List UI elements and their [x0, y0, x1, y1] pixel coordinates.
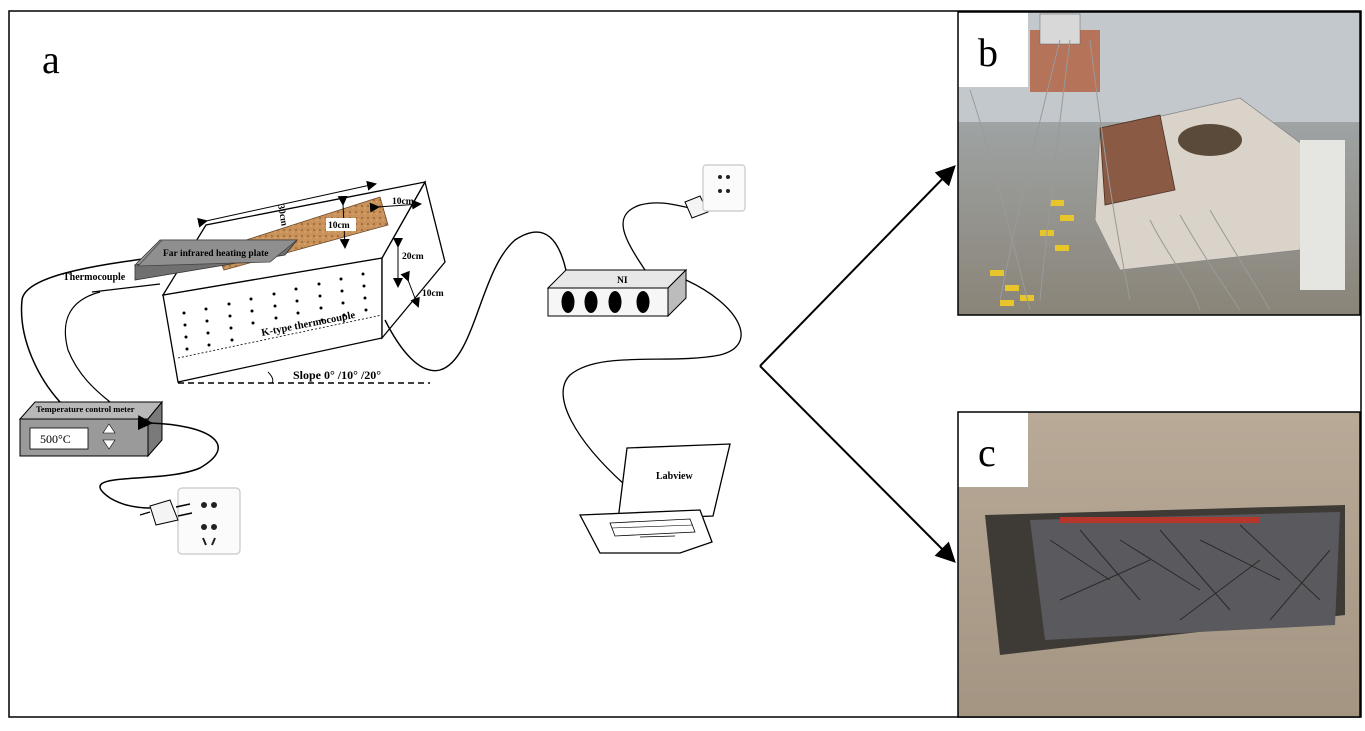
- wall-socket-right: [702, 164, 746, 212]
- arrow-to-c: [759, 365, 956, 563]
- panel-label-c: c: [978, 430, 996, 475]
- photo-b-wires: [969, 39, 1271, 311]
- heater-cable: [20, 257, 151, 403]
- thermocouple-wire: [64, 291, 111, 403]
- box-to-ni-cable: [384, 231, 568, 372]
- photo-b-frame: [957, 11, 1361, 316]
- photo-c-frame: [957, 411, 1361, 718]
- photo-c-label-bg: [958, 412, 1028, 487]
- dim-30cm-label: 30cm: [275, 204, 289, 227]
- dim-10cm-side-arrow: [400, 270, 420, 308]
- meter-power-cable: [99, 415, 219, 509]
- panel-label-a: a: [42, 37, 60, 82]
- wall-socket-left: [177, 487, 241, 555]
- thermocouple-dots: [182, 272, 368, 351]
- thermocouple-line: [91, 283, 161, 293]
- laptop-base: [578, 509, 713, 554]
- dim-20cm-label: 20cm: [402, 252, 424, 262]
- dim-10cm-depth-bg: [326, 218, 356, 231]
- meter-down-icon: [102, 439, 116, 450]
- photo-c-heater-edge: [1060, 517, 1260, 523]
- ni-label: NI: [617, 276, 628, 286]
- meter-up-icon: [102, 423, 116, 434]
- photo-b-plate: [1099, 114, 1176, 206]
- plug-left: [139, 499, 193, 526]
- temperature-control-meter: [18, 400, 164, 458]
- labview-label: Labview: [656, 471, 693, 482]
- laptop-screen: [617, 443, 731, 521]
- meter-label: Temperature control meter: [36, 404, 135, 414]
- outer-frame: [8, 10, 1362, 718]
- photo-b: [957, 11, 1361, 316]
- panel-label-b: b: [978, 30, 998, 75]
- slope-label: Slope 0° /10° /20°: [293, 368, 381, 382]
- dim-10cm-top-label: 10cm: [392, 197, 414, 207]
- dim-10cm-depth-label: 10cm: [328, 221, 350, 231]
- dim-10cm-side-label: 10cm: [422, 289, 444, 299]
- photo-b-label-bg: [958, 12, 1028, 87]
- thermocouple-label: Thermocouple: [63, 272, 126, 283]
- arrow-to-b: [759, 165, 956, 367]
- heating-plate: [133, 239, 299, 281]
- dim-10cm-top-arrow: [369, 199, 422, 213]
- meter-display: [29, 427, 89, 450]
- dim-30cm-arrow: [197, 180, 377, 228]
- heating-plate-label: Far infrared heating plate: [163, 249, 268, 259]
- socket-left-plate: [177, 487, 241, 555]
- photo-c: [957, 411, 1361, 718]
- photo-b-fuel: [1178, 124, 1242, 156]
- combustion-box: [161, 180, 446, 383]
- meter-value: 500°C: [40, 432, 71, 446]
- plate-top-face: [137, 239, 299, 267]
- photo-c-twigs: [1049, 524, 1331, 621]
- ni-power-cable: [622, 202, 691, 271]
- laptop-keyboard: [609, 518, 696, 537]
- laptop: [578, 443, 731, 554]
- photo-c-fuel: [1030, 512, 1340, 640]
- box-inner-line: [177, 314, 383, 359]
- photo-b-panel: [1300, 140, 1345, 290]
- ni-to-laptop-cable: [562, 279, 742, 486]
- photo-b-instrument: [1039, 13, 1081, 45]
- slope-angle-arc: [267, 371, 274, 384]
- socket-right-plate: [702, 164, 746, 212]
- ni-device: [546, 268, 688, 318]
